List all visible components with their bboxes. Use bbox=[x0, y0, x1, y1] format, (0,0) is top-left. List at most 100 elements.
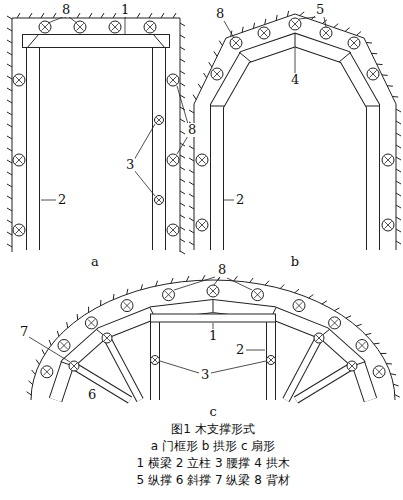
rock-tick bbox=[253, 23, 254, 29]
rock-tick bbox=[396, 193, 401, 196]
rock-tick bbox=[42, 350, 45, 355]
lagging-mark bbox=[295, 302, 302, 309]
figure-caption: 图1 木支撑形式 bbox=[170, 423, 255, 436]
lagging bbox=[167, 74, 179, 86]
post bbox=[267, 322, 275, 400]
longitudinal-beam-mark bbox=[349, 363, 355, 369]
rock-tick bbox=[27, 392, 32, 395]
rock-tick bbox=[7, 64, 12, 67]
rock-tick bbox=[7, 184, 12, 187]
rock-tick bbox=[101, 13, 104, 18]
post bbox=[152, 41, 166, 250]
lagging-mark bbox=[350, 39, 357, 46]
rock-tick bbox=[137, 13, 140, 18]
lagging-mark bbox=[213, 70, 220, 77]
bolt bbox=[151, 356, 160, 365]
rock-tick bbox=[334, 24, 339, 28]
longitudinal-beam-mark bbox=[349, 363, 355, 369]
bolt bbox=[155, 116, 164, 125]
post bbox=[26, 41, 40, 250]
lagging-mark bbox=[15, 156, 22, 163]
arch-set bbox=[210, 33, 380, 250]
leader-line bbox=[214, 278, 219, 285]
rock-tick bbox=[7, 172, 12, 175]
rock-tick bbox=[356, 324, 362, 326]
rock-tick bbox=[395, 395, 400, 398]
rock-tick bbox=[7, 76, 12, 79]
rock-tick bbox=[295, 289, 300, 293]
lagging bbox=[58, 340, 70, 352]
lagging-mark bbox=[384, 156, 391, 163]
rock-tick bbox=[396, 217, 401, 220]
rock-tick bbox=[209, 62, 212, 67]
rock-tick bbox=[393, 384, 399, 386]
lagging-mark bbox=[60, 342, 67, 349]
lagging-mark bbox=[331, 319, 338, 326]
lagging-mark bbox=[291, 20, 298, 27]
rock-tick bbox=[173, 13, 176, 18]
lagging bbox=[74, 21, 86, 33]
lagging-mark bbox=[295, 302, 302, 309]
cap-beam bbox=[151, 315, 275, 322]
rock-tick bbox=[180, 167, 185, 170]
cap-beam bbox=[22, 34, 170, 48]
rock-tick bbox=[186, 276, 189, 281]
rock-tick bbox=[88, 307, 89, 313]
lagging-mark bbox=[111, 23, 118, 30]
rock-tick bbox=[180, 179, 185, 182]
lagging bbox=[85, 317, 97, 329]
rock-tick bbox=[7, 160, 12, 163]
longitudinal-beam bbox=[347, 361, 357, 371]
lagging bbox=[348, 37, 360, 49]
rock-tick bbox=[28, 381, 32, 385]
lagging-mark bbox=[169, 226, 176, 233]
lagging-mark bbox=[41, 23, 48, 30]
rock-tick bbox=[113, 13, 116, 18]
lagging bbox=[109, 21, 121, 33]
lagging bbox=[13, 154, 25, 166]
rock-tick bbox=[29, 13, 32, 18]
rock-tick bbox=[7, 136, 12, 139]
rock-tick bbox=[41, 13, 44, 18]
lagging bbox=[230, 37, 242, 49]
callout-number: 2 bbox=[235, 193, 245, 207]
rock-tick bbox=[180, 59, 185, 62]
arch-timber bbox=[217, 40, 373, 250]
post bbox=[266, 322, 276, 400]
callout-number: 4 bbox=[290, 73, 300, 87]
lagging-mark bbox=[169, 76, 176, 83]
rock-tick bbox=[396, 181, 401, 184]
joint bbox=[153, 34, 165, 48]
joint bbox=[239, 52, 251, 62]
rock-tick bbox=[396, 133, 401, 136]
rock-tick bbox=[396, 145, 401, 148]
longitudinal-beam-mark bbox=[71, 363, 77, 369]
rock-outline bbox=[7, 11, 401, 400]
leader-line bbox=[134, 170, 155, 196]
lagging bbox=[121, 300, 133, 312]
rock-tick bbox=[189, 206, 194, 209]
lagging-mark bbox=[331, 319, 338, 326]
longitudinal-beam-mark bbox=[71, 363, 77, 369]
lagging-mark bbox=[384, 221, 391, 228]
rock-tick bbox=[242, 27, 243, 33]
rock-tick bbox=[381, 353, 387, 354]
lagging bbox=[13, 224, 25, 236]
rock-tick bbox=[204, 73, 207, 78]
rock-tick bbox=[7, 232, 12, 235]
cap-beam bbox=[23, 35, 169, 47]
rock-tick bbox=[17, 13, 20, 18]
lagging-mark bbox=[322, 29, 329, 36]
lagging-mark bbox=[209, 287, 216, 294]
rock-tick bbox=[7, 40, 12, 43]
longitudinal-beam-mark bbox=[104, 335, 110, 341]
lagging-mark bbox=[369, 70, 376, 77]
rock-tick bbox=[390, 374, 396, 375]
rock-tick bbox=[36, 360, 39, 365]
rock-tick bbox=[57, 331, 59, 337]
lagging-mark bbox=[41, 23, 48, 30]
rock-tick bbox=[234, 276, 238, 281]
lagging-mark bbox=[209, 287, 216, 294]
rock-tick bbox=[396, 109, 401, 112]
leader-line bbox=[41, 200, 56, 201]
